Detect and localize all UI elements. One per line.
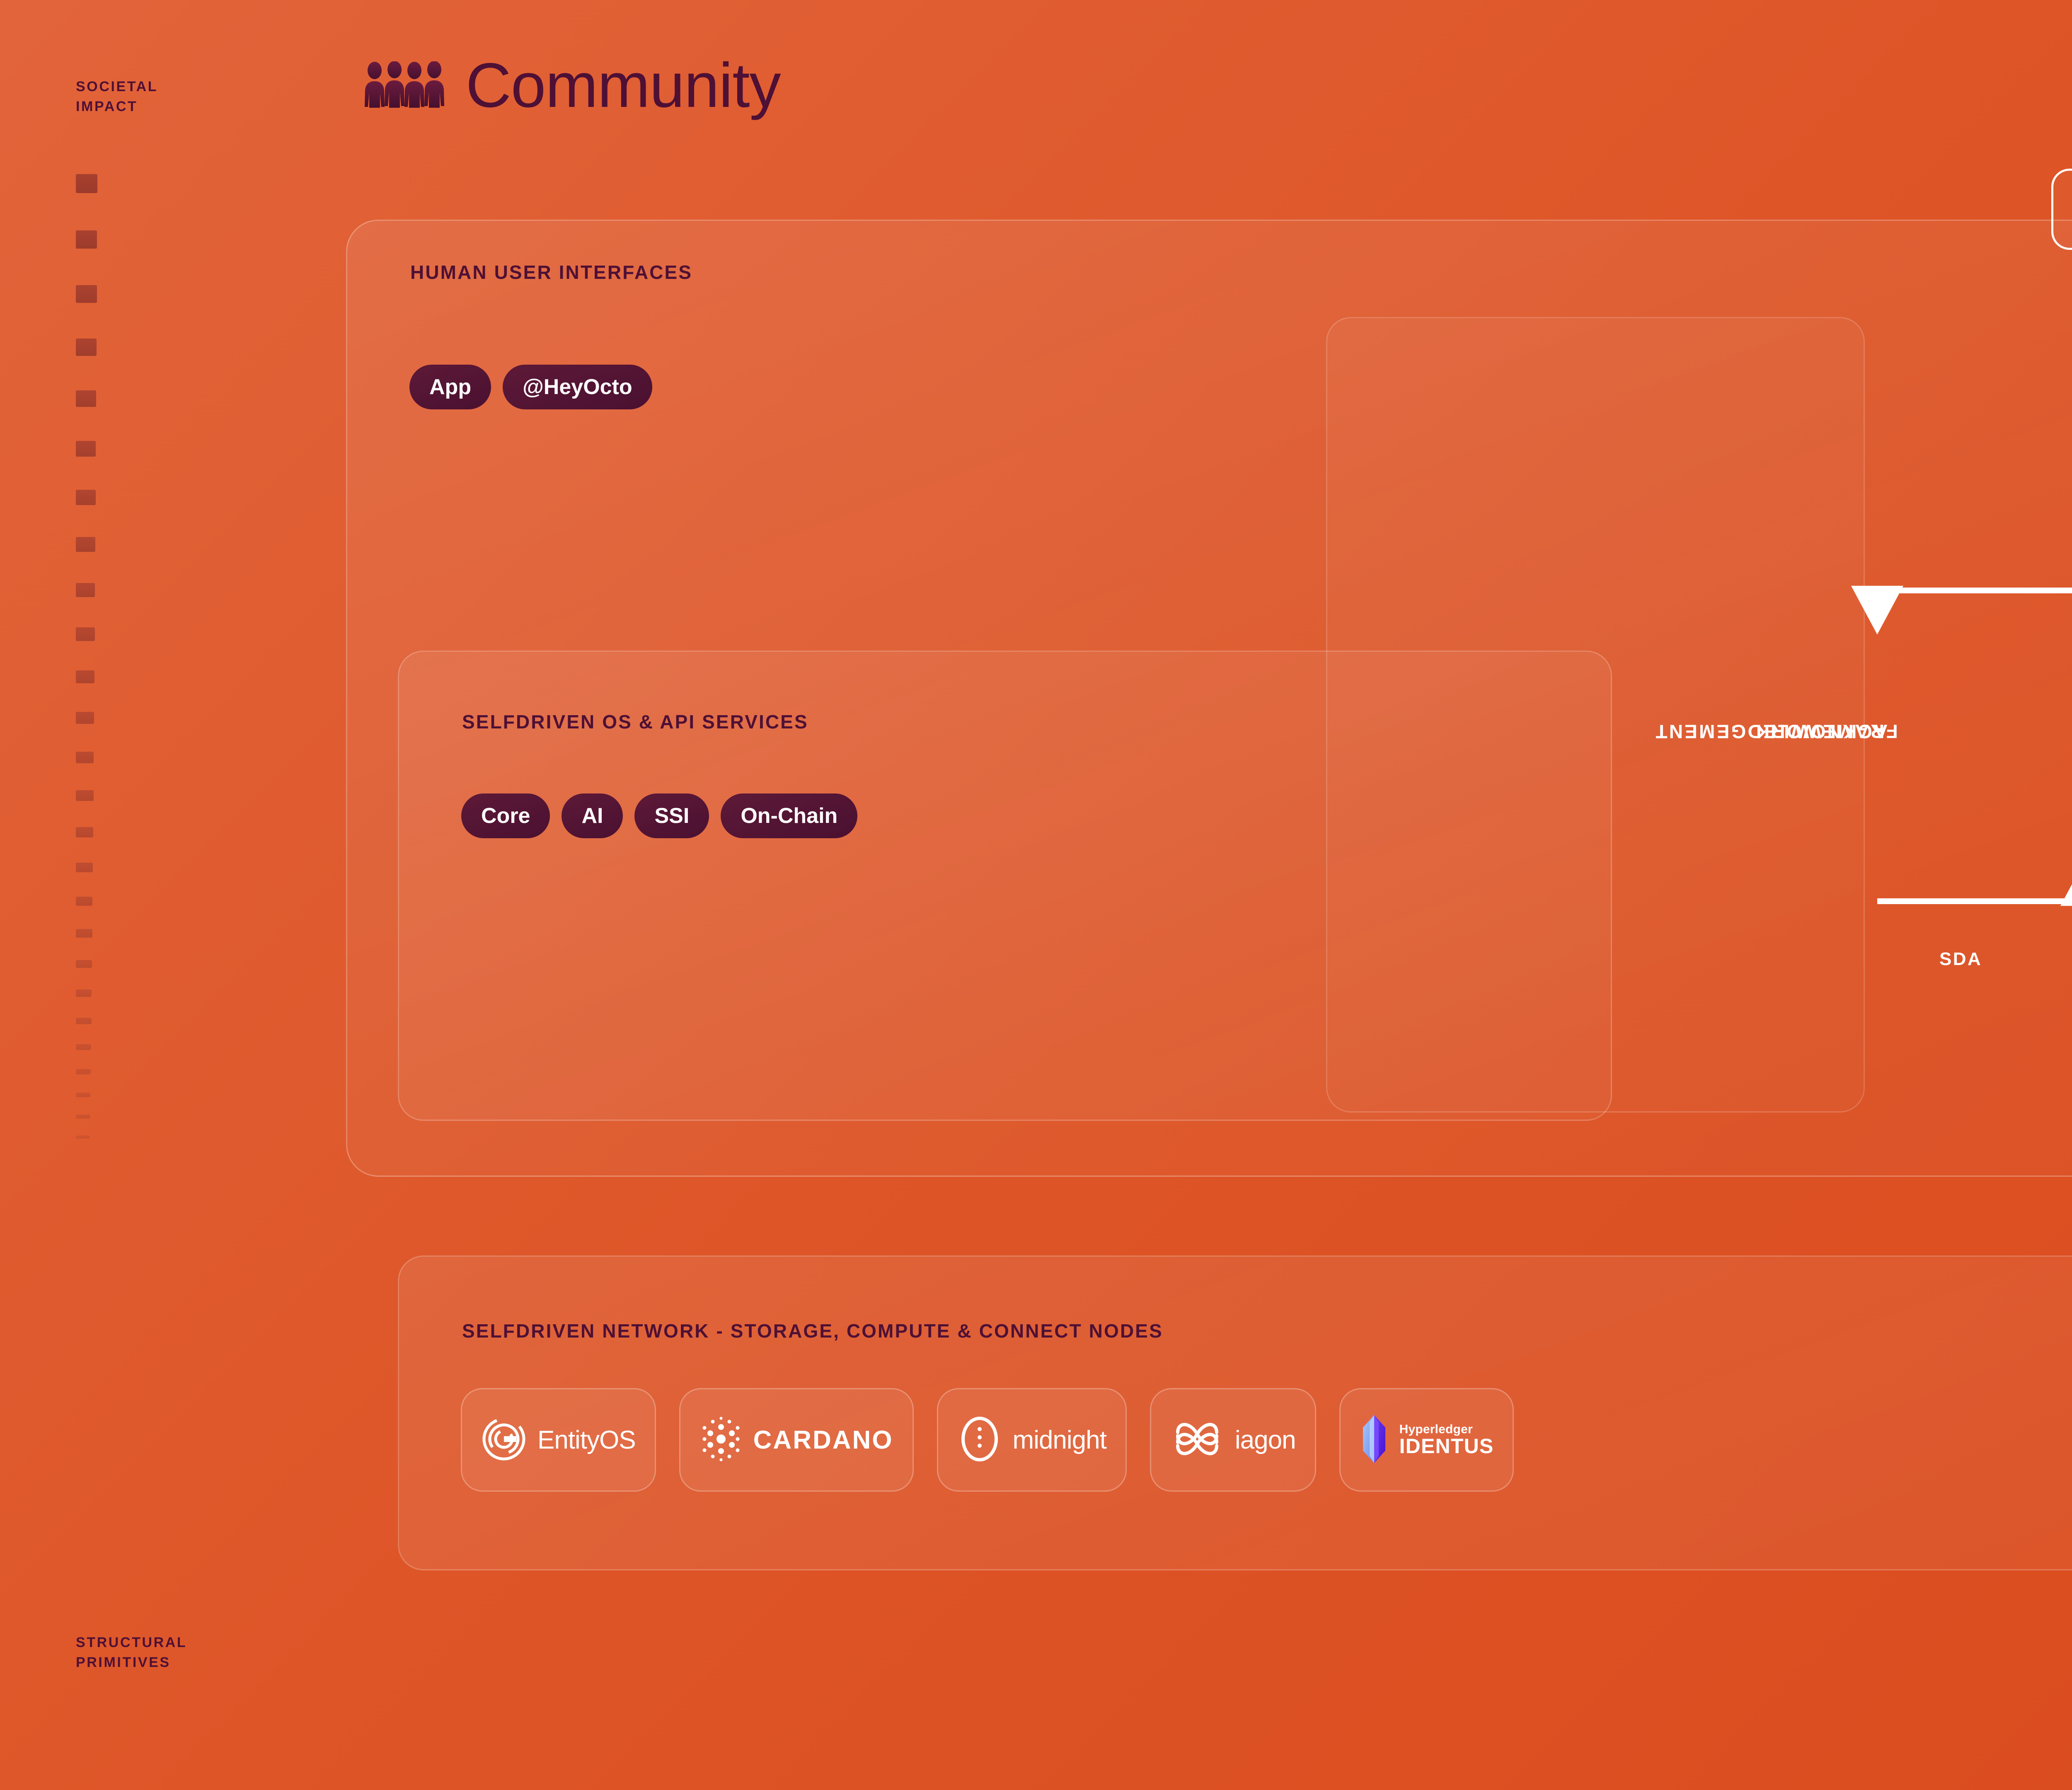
- rail-bar: [76, 1069, 91, 1074]
- pill-core[interactable]: Core: [461, 793, 550, 838]
- identus-crystal-icon: [1360, 1414, 1389, 1466]
- selfdriven-os-panel: [398, 651, 1612, 1121]
- logo-tile-cardano[interactable]: CARDANO: [679, 1388, 914, 1492]
- rail-bar: [76, 827, 93, 838]
- rail-bar: [76, 1115, 90, 1119]
- pill-heyocto[interactable]: @HeyOcto: [503, 365, 652, 409]
- page-header: Community: [365, 54, 781, 117]
- page-title: Community: [466, 50, 781, 121]
- rail-bar: [76, 929, 92, 938]
- selfdriven-network-panel: [398, 1255, 2072, 1570]
- selfdriven-os-title: SELFDRIVEN OS & API SERVICES: [462, 711, 808, 733]
- people-group-icon: [365, 60, 448, 110]
- rail-bar: [76, 627, 95, 641]
- selfdriven-network-title: SELFDRIVEN NETWORK - STORAGE, COMPUTE & …: [462, 1320, 1163, 1342]
- rail-bar: [76, 583, 95, 597]
- rail-bar: [76, 441, 96, 457]
- cardano-dots-icon: [700, 1416, 743, 1464]
- logo-tile-identus[interactable]: Hyperledger IDENTUS: [1339, 1388, 1514, 1492]
- hui-pill-row: App @HeyOcto: [409, 365, 652, 409]
- rail-bar: [76, 390, 97, 407]
- rail-bar: [76, 1018, 92, 1024]
- rail-bar: [76, 1044, 91, 1050]
- edge-label-sda: SDA: [1939, 949, 1982, 969]
- rail-label-structural-primitives: STRUCTURAL PRIMITIVES: [76, 1635, 187, 1671]
- logo-tile-entityos[interactable]: EntityOS: [461, 1388, 656, 1492]
- pill-app[interactable]: App: [409, 365, 491, 409]
- rail-bar: [76, 863, 93, 873]
- identus-label-block: Hyperledger IDENTUS: [1399, 1422, 1494, 1458]
- rail-bar: [76, 174, 97, 193]
- rail-bar: [76, 897, 93, 906]
- rail-bar: [76, 670, 94, 683]
- iagon-knot-icon: [1170, 1416, 1224, 1464]
- rail-bar: [76, 752, 94, 764]
- rail-bar: [76, 537, 95, 552]
- entityos-target-icon: [481, 1416, 527, 1464]
- rail-bar: [76, 790, 94, 801]
- cardano-label: CARDANO: [753, 1425, 893, 1454]
- pill-on-chain[interactable]: On-Chain: [721, 793, 858, 838]
- iagon-label: iagon: [1234, 1425, 1296, 1454]
- rail-bar: [76, 1093, 91, 1098]
- rail-bar: [76, 712, 94, 724]
- rail-bar: [76, 1135, 90, 1139]
- midnight-circle-icon: [957, 1416, 1002, 1464]
- network-logo-row: EntityOS CAR: [461, 1388, 1514, 1492]
- pill-ssi[interactable]: SSI: [634, 793, 709, 838]
- rail-bar: [76, 230, 97, 249]
- os-pill-row: Core AI SSI On-Chain: [461, 793, 858, 838]
- identus-label-hyperledger: Hyperledger: [1399, 1422, 1473, 1436]
- impact-scale-rail: [76, 174, 126, 1579]
- logo-tile-midnight[interactable]: midnight: [937, 1388, 1127, 1492]
- pill-ai[interactable]: AI: [562, 793, 623, 838]
- logo-tile-iagon[interactable]: iagon: [1150, 1388, 1316, 1492]
- rail-bar: [76, 285, 97, 303]
- acknowledgement-framework-panel: [1326, 317, 1865, 1113]
- midnight-label: midnight: [1012, 1425, 1107, 1454]
- rail-bar: [76, 989, 92, 997]
- chip-trust[interactable]: Trust: [2051, 169, 2072, 250]
- human-user-interfaces-title: HUMAN USER INTERFACES: [410, 261, 693, 283]
- rail-label-societal-impact: SOCIETAL IMPACT: [76, 79, 158, 115]
- entityos-label: EntityOS: [537, 1425, 636, 1454]
- rail-bar: [76, 490, 96, 505]
- rail-bar: [76, 339, 97, 356]
- identus-label-identus: IDENTUS: [1399, 1434, 1494, 1458]
- rail-bar: [76, 960, 92, 968]
